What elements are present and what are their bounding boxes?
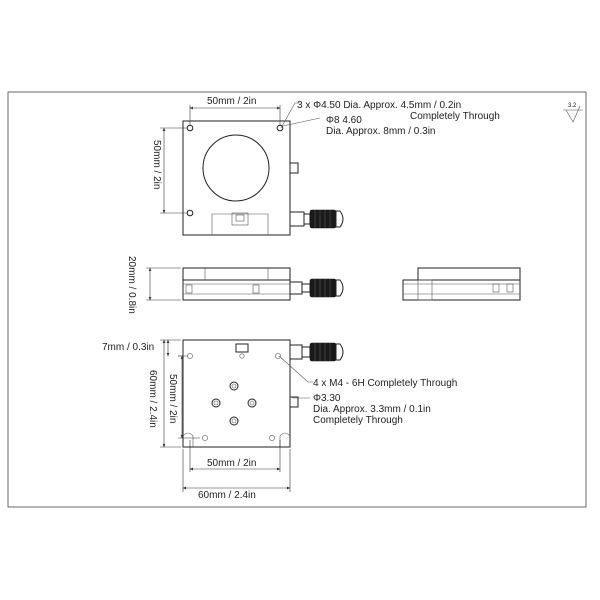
top-view-notch <box>211 213 269 235</box>
front-side-upper-plate <box>182 267 291 281</box>
top-view: 50mm / 2in 50mm / 2in 3 x Φ4.50 Dia. App… <box>151 96 500 236</box>
surface-finish-value: 3.2 <box>568 103 577 109</box>
drawing-border <box>7 91 587 508</box>
bottom-view-micrometer <box>289 342 344 362</box>
top-view-micrometer <box>289 209 344 229</box>
front-side-view: 20mm / 0.8in <box>126 256 344 314</box>
side-view-height-dim: 20mm / 0.8in <box>126 256 137 314</box>
top-view-hole-top-left <box>186 124 194 132</box>
right-side-view <box>402 267 521 301</box>
top-view-holes-note-1: 3 x Φ4.50 Dia. Approx. 4.5mm / 0.2in <box>297 100 461 111</box>
bottom-view-tapped-holes <box>211 381 257 426</box>
bottom-view-offset-dim: 7mm / 0.3in <box>102 342 154 353</box>
top-view-counterbore-note-1: Φ8 4.60 <box>326 115 362 126</box>
surface-finish-symbol: 3.2 <box>563 103 583 123</box>
bottom-view-top-tab <box>235 343 249 353</box>
bottom-view-thru-note-2: Dia. Approx. 3.3mm / 0.1in <box>313 404 431 415</box>
top-view-lock-knob <box>289 162 299 174</box>
bottom-view-thru-note-3: Completely Through <box>313 415 403 426</box>
front-side-micrometer <box>289 278 344 298</box>
top-view-height-dim: 50mm / 2in <box>151 140 162 189</box>
front-side-lower-plate <box>182 279 291 301</box>
bottom-view-lock-knob <box>289 396 299 408</box>
top-view-holes-note-2: Completely Through <box>410 111 500 122</box>
top-view-width-dim: 50mm / 2in <box>207 96 256 107</box>
right-side-upper-plate <box>417 267 521 281</box>
top-view-counterbore-note-2: Dia. Approx. 8mm / 0.3in <box>326 126 436 137</box>
bottom-view-inner-width-dim: 50mm / 2in <box>207 458 256 469</box>
right-side-lower-plate <box>402 279 521 301</box>
bottom-view-outer-height-dim: 60mm / 2.4in <box>147 370 158 428</box>
bottom-view-thru-note-1: Φ3.30 <box>313 393 341 404</box>
bottom-view-plate <box>182 339 291 448</box>
top-view-slot <box>231 212 249 226</box>
top-view-aperture <box>202 134 270 202</box>
bottom-view-tapped-note: 4 x M4 - 6H Completely Through <box>313 378 457 389</box>
bottom-view-outer-width-dim: 60mm / 2.4in <box>198 490 256 501</box>
bottom-view-inner-height-dim: 50mm / 2in <box>167 374 178 423</box>
top-view-hole-bottom-left <box>186 209 194 217</box>
top-view-slot-insert <box>235 214 245 222</box>
bottom-view: 7mm / 0.3in 60mm / 2.4in 50mm / 2in 50mm… <box>102 339 457 501</box>
